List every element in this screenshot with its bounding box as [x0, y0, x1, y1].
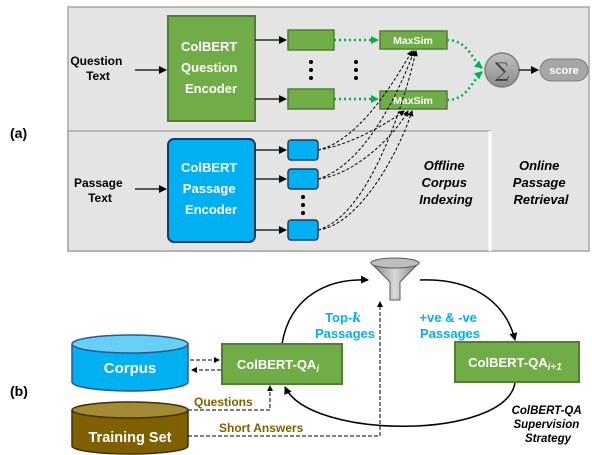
- svg-text:Question Text: Question Text: [70, 54, 125, 83]
- offline-line3: Indexing: [419, 192, 473, 207]
- question-encoder-line2: Question: [181, 60, 237, 75]
- passage-embedding-2: [287, 168, 319, 190]
- question-embedding-top: [287, 29, 335, 51]
- passage-embedding-3: [287, 219, 319, 241]
- cycle-arc-return: [284, 382, 516, 427]
- training-set-label: Training Set: [89, 430, 172, 446]
- question-text-line2: Text: [86, 69, 110, 83]
- svg-text:Passage Text: Passage Text: [74, 176, 126, 205]
- svg-text:ColBERT-QAi+1: ColBERT-QAi+1: [468, 355, 562, 373]
- score-pill: [539, 58, 589, 82]
- maxsim-bottom-label: MaxSim: [393, 95, 433, 107]
- posneg-passages-label: Passages: [420, 326, 480, 341]
- colbert-qa-i-label: ColBERT-QAi: [237, 357, 319, 375]
- filter-funnel-icon: [369, 257, 421, 301]
- corpus-label: Corpus: [104, 360, 157, 377]
- colbert-qa-next-label: ColBERT-QAi+1: [468, 355, 562, 373]
- online-line1: Online: [519, 158, 559, 173]
- topk-passages-label: Passages: [315, 326, 375, 341]
- passage-encoder-box: [167, 138, 256, 243]
- offline-indexing-panel: [67, 130, 491, 252]
- svg-text:ColBERT Question Encod: ColBERT Question Encoder: [181, 39, 241, 96]
- svg-text:ColBERT-QAi: ColBERT-QAi: [237, 357, 319, 375]
- part-a-label: (a): [10, 125, 27, 141]
- strategy-line3: Strategy: [525, 433, 572, 445]
- passage-encoder-line1: ColBERT: [181, 160, 237, 175]
- question-encoder-box: [167, 15, 256, 122]
- online-line3: Retrieval: [514, 192, 569, 207]
- question-text-line1: Question: [70, 54, 122, 68]
- topk-label: Top-k: [325, 310, 361, 326]
- svg-text:Offline Corpus Indexin: Offline Corpus Indexing: [419, 158, 473, 207]
- questions-label: Questions: [194, 395, 253, 409]
- question-encoder-line3: Encoder: [185, 81, 237, 96]
- svg-text:+ve & -ve Passages: +ve & -ve Passages: [419, 310, 480, 341]
- strategy-line1: ColBERT-QA: [512, 405, 582, 417]
- maxsim-connections: [317, 50, 418, 231]
- svg-text:Online Passage Retriev: Online Passage Retrieval: [513, 158, 569, 207]
- part-b-label: (b): [10, 383, 28, 399]
- passage-text-line1: Passage: [74, 176, 123, 190]
- passage-embedding-1: [287, 139, 319, 161]
- sum-symbol: ∑: [495, 58, 510, 82]
- online-line2: Passage: [513, 175, 566, 190]
- posneg-label: +ve & -ve: [419, 310, 476, 325]
- cycle-arc-topk: [281, 275, 369, 345]
- training-set-cylinder: [71, 401, 189, 455]
- short-answers-label: Short Answers: [219, 421, 304, 435]
- svg-text:ColBERT Passage Encode: ColBERT Passage Encoder: [181, 160, 241, 217]
- offline-line2: Corpus: [421, 175, 467, 190]
- passage-encoder-line3: Encoder: [185, 202, 237, 217]
- passage-text-line2: Text: [88, 191, 112, 205]
- vertical-ellipsis-q: [309, 60, 358, 80]
- svg-text:Top-k Passages: Top-k Passages: [315, 310, 375, 341]
- cycle-arc-posneg: [419, 279, 518, 341]
- colbert-qa-next-box: [454, 341, 580, 383]
- offline-line1: Offline: [424, 158, 465, 173]
- passage-encoder-line2: Passage: [183, 181, 236, 196]
- question-encoder-line1: ColBERT: [181, 39, 237, 54]
- colbert-qa-i-box: [221, 343, 343, 385]
- question-embedding-bottom: [287, 88, 335, 110]
- corpus-cylinder: [71, 334, 189, 392]
- score-label: score: [549, 65, 578, 77]
- strategy-line2: Supervision: [513, 419, 579, 431]
- vertical-ellipsis-p: [301, 195, 305, 215]
- svg-text:ColBERT-QA Supervision: ColBERT-QA Supervision Strategy: [512, 405, 585, 445]
- maxsim-top-label: MaxSim: [393, 35, 433, 47]
